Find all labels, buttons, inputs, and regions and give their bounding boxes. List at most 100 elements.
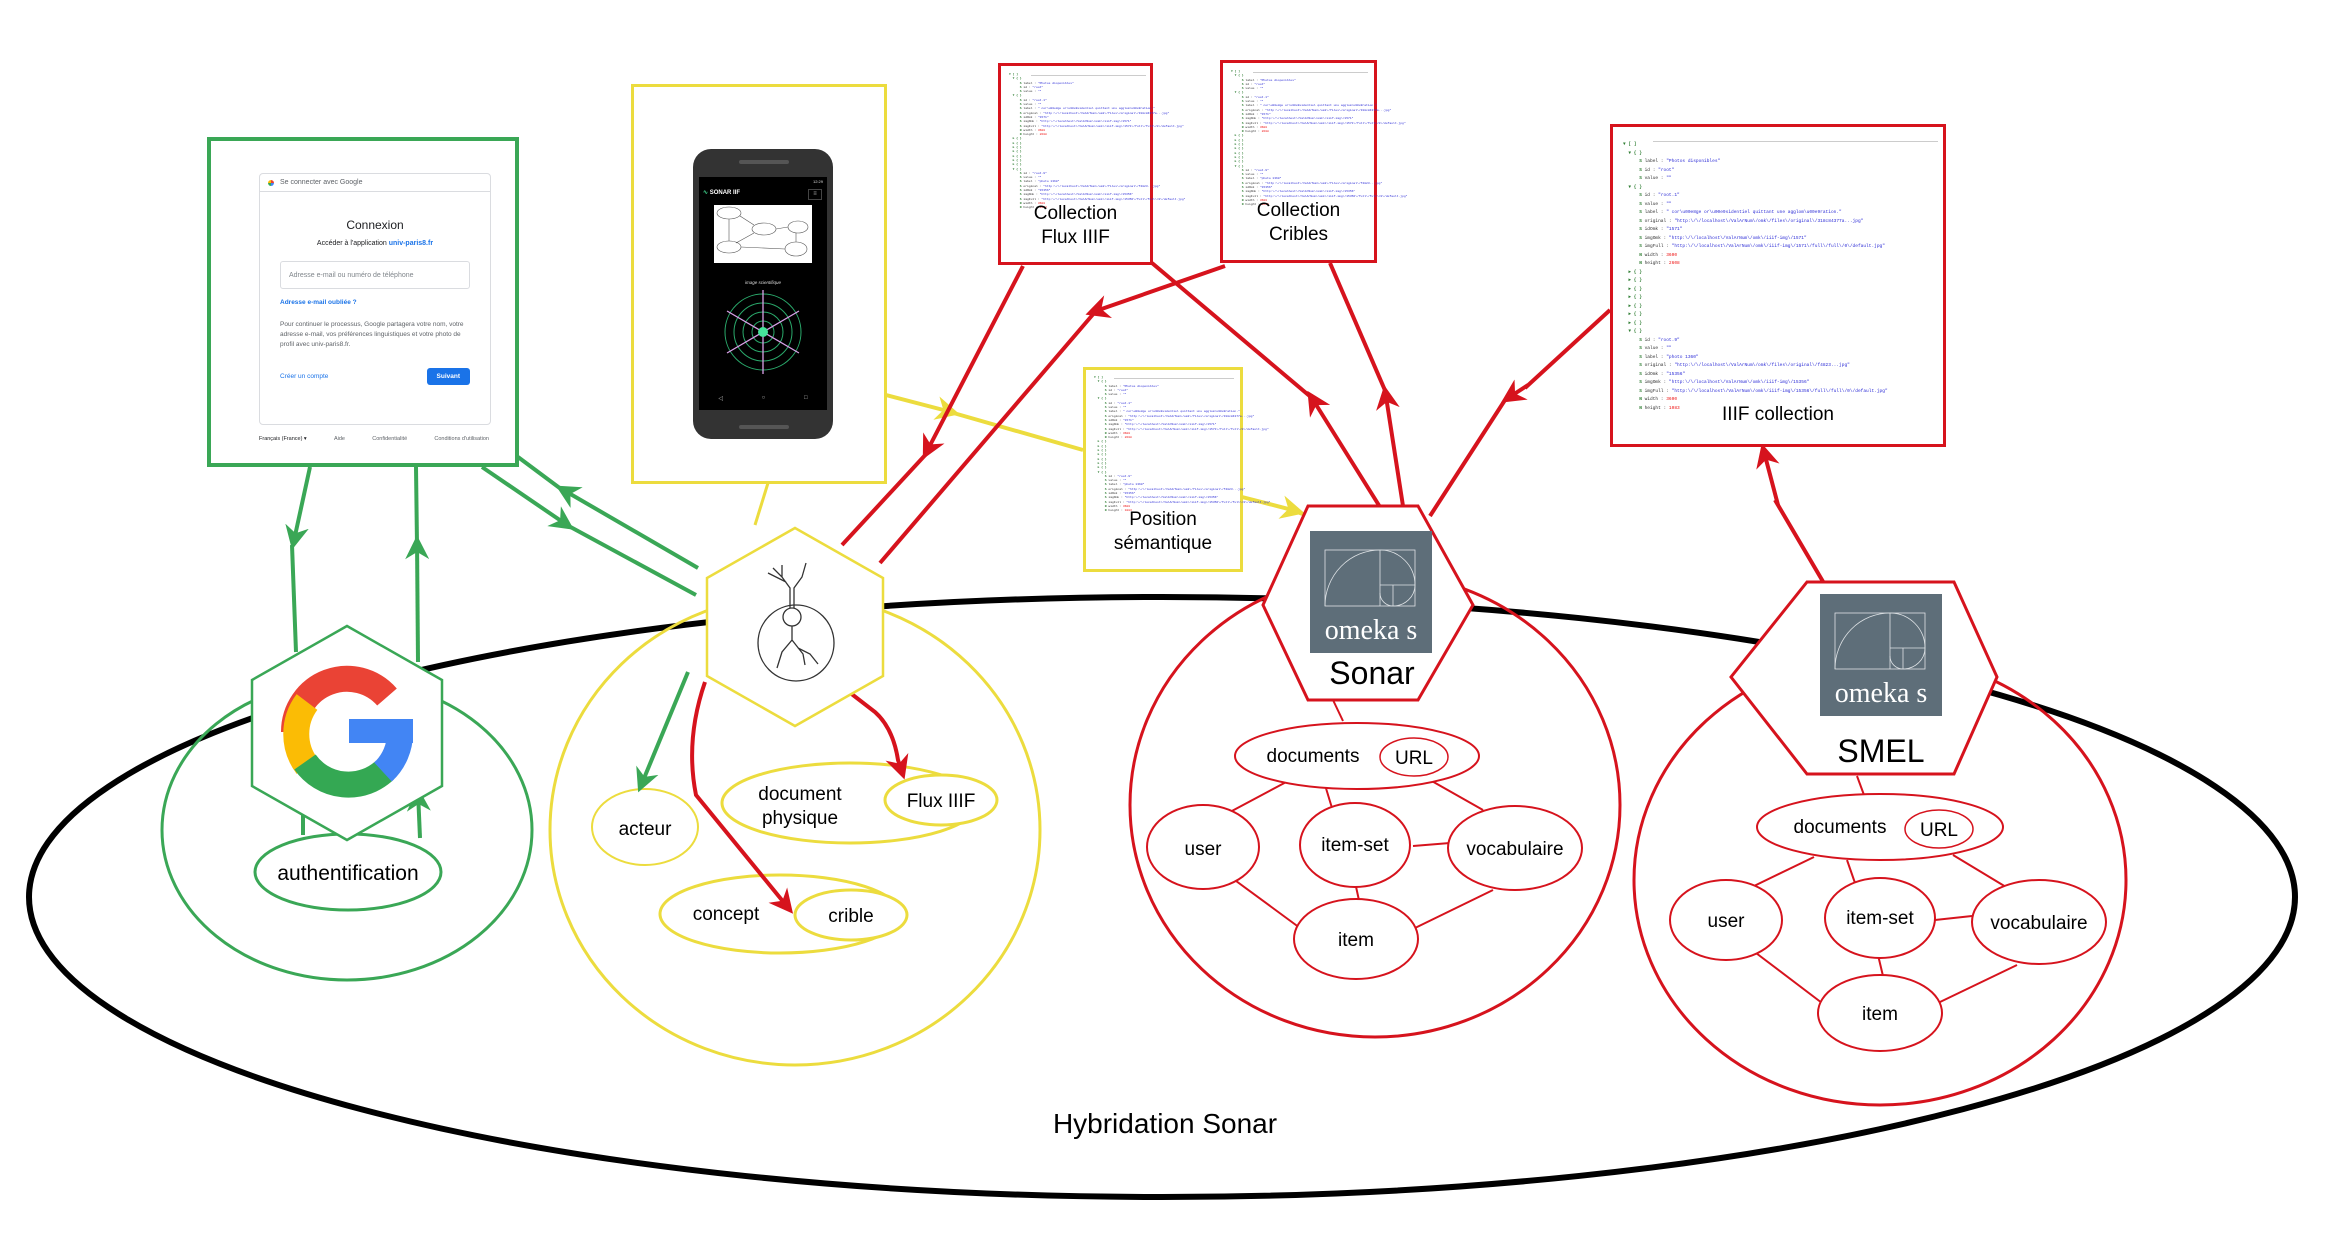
email-input[interactable]: Adresse e-mail ou numéro de téléphone — [280, 261, 470, 289]
json-line: S value : "" — [1009, 176, 1042, 180]
sonar-url-node[interactable] — [1379, 737, 1449, 777]
line-phone-to-neuron — [753, 482, 770, 526]
smel-vocabulaire-node[interactable] — [1971, 879, 2107, 965]
json-line: ▼ { } — [1094, 470, 1107, 474]
arrow-smel-to-iiif — [1756, 443, 1780, 506]
language-selector[interactable]: Français (France) ▾ — [259, 436, 307, 442]
json-line: S label : " cor\u00e8ge or\u00e9sidentie… — [1623, 210, 1842, 215]
json-line: ► { } — [1094, 453, 1107, 457]
sonar-user-label: user — [1185, 839, 1223, 860]
json-line: S value : "" — [1009, 103, 1042, 107]
next-button[interactable]: Suivant — [426, 368, 470, 385]
phone-status-bar: 12:29 — [812, 179, 823, 184]
sonar-vocabulaire-node[interactable] — [1447, 805, 1583, 891]
json-line: S imgFull : "http:\/\/localhost\/ValArNu… — [1009, 124, 1184, 128]
collection-flux-line1: Collection — [1033, 203, 1118, 224]
json-line: ► { } — [1094, 466, 1107, 470]
smel-hex-documents-link — [1856, 775, 1865, 796]
signin-header-text: Se connecter avec Google — [280, 179, 363, 186]
sonar-vocabulaire-label: vocabulaire — [1466, 839, 1563, 860]
help-link[interactable]: Aide — [333, 436, 345, 442]
smel-item-node[interactable] — [1817, 974, 1943, 1052]
line-iiif-to-sonar-2 — [1428, 398, 1507, 518]
sonar-item-set-node[interactable] — [1299, 802, 1411, 888]
json-line: N height : 2608 — [1094, 436, 1132, 440]
smel-url-node[interactable] — [1904, 809, 1974, 849]
smel-graph-links — [1753, 854, 2018, 1004]
json-line: S value : "" — [1231, 87, 1264, 91]
google-hexagon[interactable] — [250, 624, 444, 842]
collection-cribles-line2: Cribles — [1268, 224, 1329, 245]
json-line: S id : "root.9" — [1009, 171, 1047, 175]
crible-node[interactable] — [793, 888, 909, 942]
json-line: ► { } — [1231, 147, 1244, 151]
hamburger-menu-icon[interactable]: ≡ — [808, 189, 822, 200]
arrow-sonar-to-cribles — [1376, 385, 1405, 507]
json-line: ► { } — [1623, 269, 1642, 275]
json-line: ► { } — [1623, 286, 1642, 292]
privacy-link[interactable]: Confidentialité — [372, 436, 408, 442]
json-line: S label : "photo 1360" — [1623, 354, 1699, 360]
smel-vocabulaire-label: vocabulaire — [1990, 913, 2087, 934]
collection-cribles-box[interactable]: ▼ [ ] ▼ { } S label : "Photos disponible… — [1220, 60, 1407, 263]
smel-url-label: URL — [1920, 820, 1958, 841]
json-preview-rule — [1253, 72, 1368, 73]
hybridation-title: Hybridation Sonar — [1053, 1108, 1277, 1139]
terms-link[interactable]: Conditions d'utilisation — [434, 436, 489, 442]
json-line: N height : 1083 — [1094, 509, 1132, 513]
sonar-item-node[interactable] — [1293, 898, 1419, 980]
forgot-email-link[interactable]: Adresse e-mail oubliée ? — [280, 299, 357, 306]
json-line: N width : 3600 — [1623, 252, 1678, 258]
json-line: ▼ { } — [1009, 94, 1022, 98]
arrow-sonar-to-flux — [1307, 390, 1382, 509]
arrow-cribles-to-neuron — [1085, 264, 1226, 319]
signin-subtitle: Accéder à l'application univ-paris8.fr — [260, 240, 490, 247]
phone-device: 12:29 ∿ SONAR IIF ≡ image scientifique — [693, 149, 833, 439]
json-line: ▼ { } — [1623, 329, 1642, 334]
radar-chart-title: image scientifique — [744, 280, 782, 285]
json-line: S id : "root.9" — [1094, 474, 1132, 478]
smel-label: SMEL — [1837, 733, 1924, 769]
json-line: S value : "" — [1623, 201, 1672, 207]
json-line: ► { } — [1231, 143, 1244, 147]
signin-subtitle-domain[interactable]: univ-paris8.fr — [388, 240, 434, 247]
json-line: S id : "root.9" — [1231, 168, 1269, 172]
json-line: S imgOmk : "http:\/\/localhost\/ValArNum… — [1094, 423, 1217, 427]
sonar-wave-icon: ∿ — [703, 190, 710, 196]
json-line: ▼ { } — [1009, 77, 1022, 81]
arrow-signin-to-neuron — [480, 465, 574, 530]
arrow-position-to-sonar — [1241, 495, 1305, 519]
sonar-user-node[interactable] — [1146, 804, 1260, 890]
collection-flux-iiif-box[interactable]: ▼ [ ] ▼ { } S label : "Photos disponible… — [998, 63, 1185, 265]
position-semantique-label: Position sémantique — [1086, 508, 1240, 556]
recents-icon[interactable]: □ — [804, 395, 808, 401]
line-sonar-to-flux — [1150, 261, 1314, 400]
create-account-link[interactable]: Créer un compte — [280, 373, 329, 380]
smel-item-set-node[interactable] — [1824, 877, 1936, 959]
collection-cribles-line1: Collection — [1256, 200, 1341, 221]
phone-app-screenshot: 12:29 ∿ SONAR IIF ≡ image scientifique — [631, 84, 887, 484]
position-semantique-box[interactable]: ▼ [ ] ▼ { } S label : "Photos disponible… — [1083, 367, 1270, 572]
acteur-label: acteur — [619, 819, 672, 840]
sonar-omeka-logo: omeka s — [1310, 531, 1432, 653]
json-line: N height : 2608 — [1231, 130, 1269, 134]
neuron-hexagon[interactable] — [705, 526, 885, 728]
json-line: ► { } — [1009, 158, 1022, 162]
json-line: S original : "http:\/\/localhost\/ValArN… — [1094, 487, 1246, 491]
back-icon[interactable]: ◁ — [718, 396, 723, 402]
signin-info-text: Pour continuer le processus, Google part… — [280, 321, 464, 348]
home-icon[interactable]: ○ — [761, 395, 766, 401]
crible-label: crible — [828, 906, 873, 927]
smel-user-node[interactable] — [1669, 879, 1783, 961]
json-line: S imgFull : "http:\/\/localhost\/ValArNu… — [1231, 194, 1408, 198]
json-preview: ▼ [ ] ▼ { } S label : "Photos disponible… — [1094, 376, 1270, 514]
json-line: S original : "http:\/\/localhost\/ValArN… — [1094, 414, 1255, 418]
iiif-collection-box[interactable]: ▼ [ ] ▼ { } S label : "Photos disponible… — [1610, 124, 1946, 447]
flux-iiif-node[interactable] — [883, 773, 999, 827]
json-line: S id : "root" — [1231, 82, 1266, 86]
json-line: S imgOmk : "http:\/\/localhost\/ValArNum… — [1623, 235, 1807, 241]
sonar-graph-links — [1229, 779, 1494, 929]
document-physique-label-1: document — [758, 784, 842, 805]
position-semantique-line1: Position — [1129, 509, 1197, 530]
arrow-flux-to-neuron — [922, 265, 1025, 460]
